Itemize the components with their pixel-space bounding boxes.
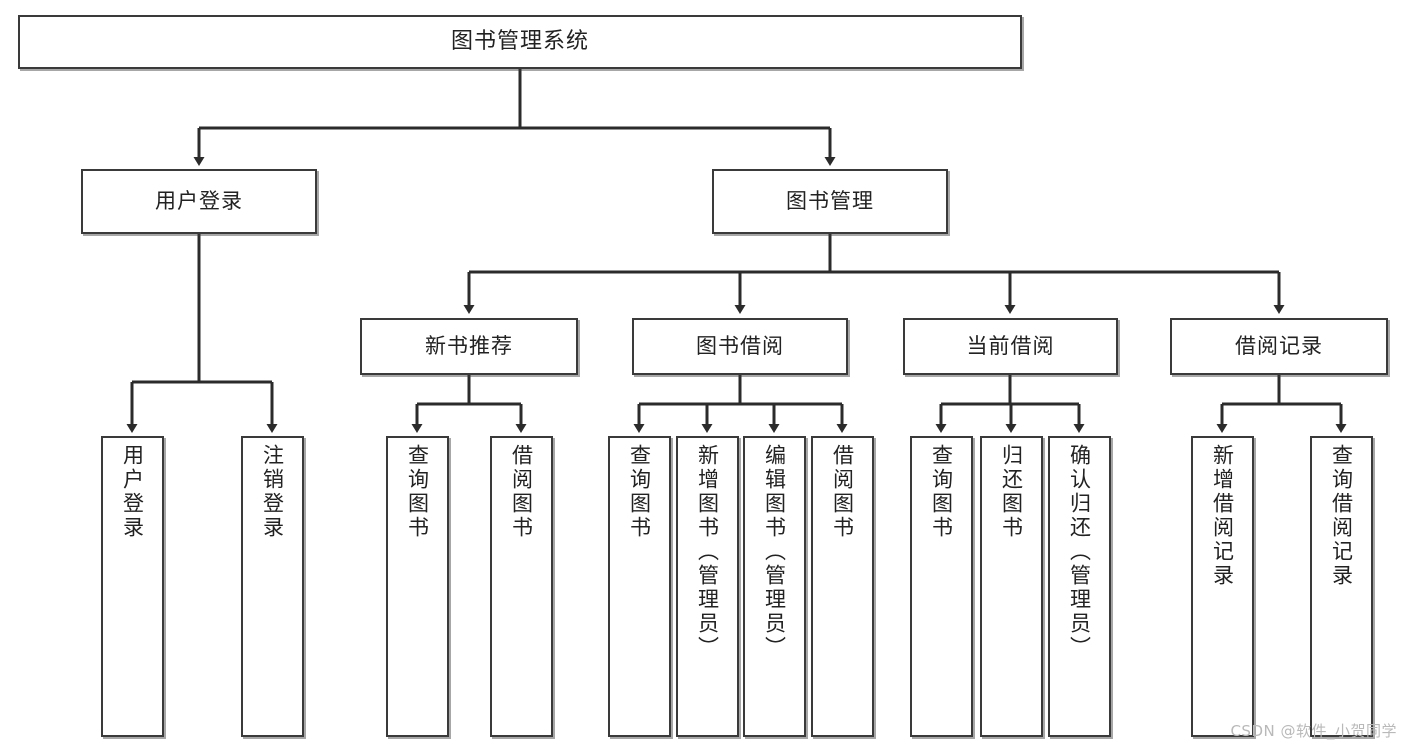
node-current-borrow-label: 当前借阅 [966,334,1055,359]
node-leaf-query-record-label: 查询借阅记录 [1329,444,1354,588]
node-leaf-add-record-label: 新增借阅记录 [1210,444,1235,588]
node-leaf-query-book-3-label: 查询图书 [929,444,954,540]
node-new-book-recommend-label: 新书推荐 [425,334,513,359]
node-leaf-query-book-2[interactable]: 查询图书 [608,436,671,737]
node-leaf-query-book-1-label: 查询图书 [405,444,430,540]
node-leaf-user-login[interactable]: 用户登录 [101,436,164,737]
node-leaf-logout-login[interactable]: 注销登录 [241,436,304,737]
node-leaf-add-book[interactable]: 新增图书（管理员） [676,436,739,737]
node-book-manage-label: 图书管理 [786,189,874,214]
node-leaf-borrow-book-1-label: 借阅图书 [509,444,534,540]
node-leaf-confirm-return-label: 确认归还（管理员） [1067,444,1092,660]
csdn-watermark: CSDN @软件_小贺同学 [1230,722,1397,740]
node-leaf-borrow-book-2[interactable]: 借阅图书 [811,436,874,737]
node-leaf-query-book-1[interactable]: 查询图书 [386,436,449,737]
node-leaf-query-record[interactable]: 查询借阅记录 [1310,436,1373,737]
node-current-borrow[interactable]: 当前借阅 [903,318,1118,375]
node-leaf-query-book-2-label: 查询图书 [627,444,652,540]
node-leaf-logout-login-label: 注销登录 [260,444,285,540]
node-book-borrow[interactable]: 图书借阅 [632,318,848,375]
node-leaf-add-book-label: 新增图书（管理员） [695,444,720,660]
node-borrow-record-label: 借阅记录 [1235,334,1323,359]
node-root-system-label: 图书管理系统 [450,29,589,55]
node-leaf-borrow-book-2-label: 借阅图书 [830,444,855,540]
node-leaf-add-record[interactable]: 新增借阅记录 [1191,436,1254,737]
node-book-borrow-label: 图书借阅 [696,334,784,359]
node-leaf-borrow-book-1[interactable]: 借阅图书 [490,436,553,737]
node-leaf-query-book-3[interactable]: 查询图书 [910,436,973,737]
node-leaf-edit-book[interactable]: 编辑图书（管理员） [743,436,806,737]
node-leaf-user-login-label: 用户登录 [120,444,145,540]
node-user-login[interactable]: 用户登录 [81,169,317,234]
node-new-book-recommend[interactable]: 新书推荐 [360,318,578,375]
node-user-login-label: 用户登录 [155,189,243,214]
node-root-system[interactable]: 图书管理系统 [18,15,1022,69]
node-book-manage[interactable]: 图书管理 [712,169,948,234]
node-borrow-record[interactable]: 借阅记录 [1170,318,1388,375]
node-leaf-confirm-return[interactable]: 确认归还（管理员） [1048,436,1111,737]
node-leaf-edit-book-label: 编辑图书（管理员） [762,444,787,660]
node-leaf-return-book-label: 归还图书 [999,444,1024,540]
node-leaf-return-book[interactable]: 归还图书 [980,436,1043,737]
